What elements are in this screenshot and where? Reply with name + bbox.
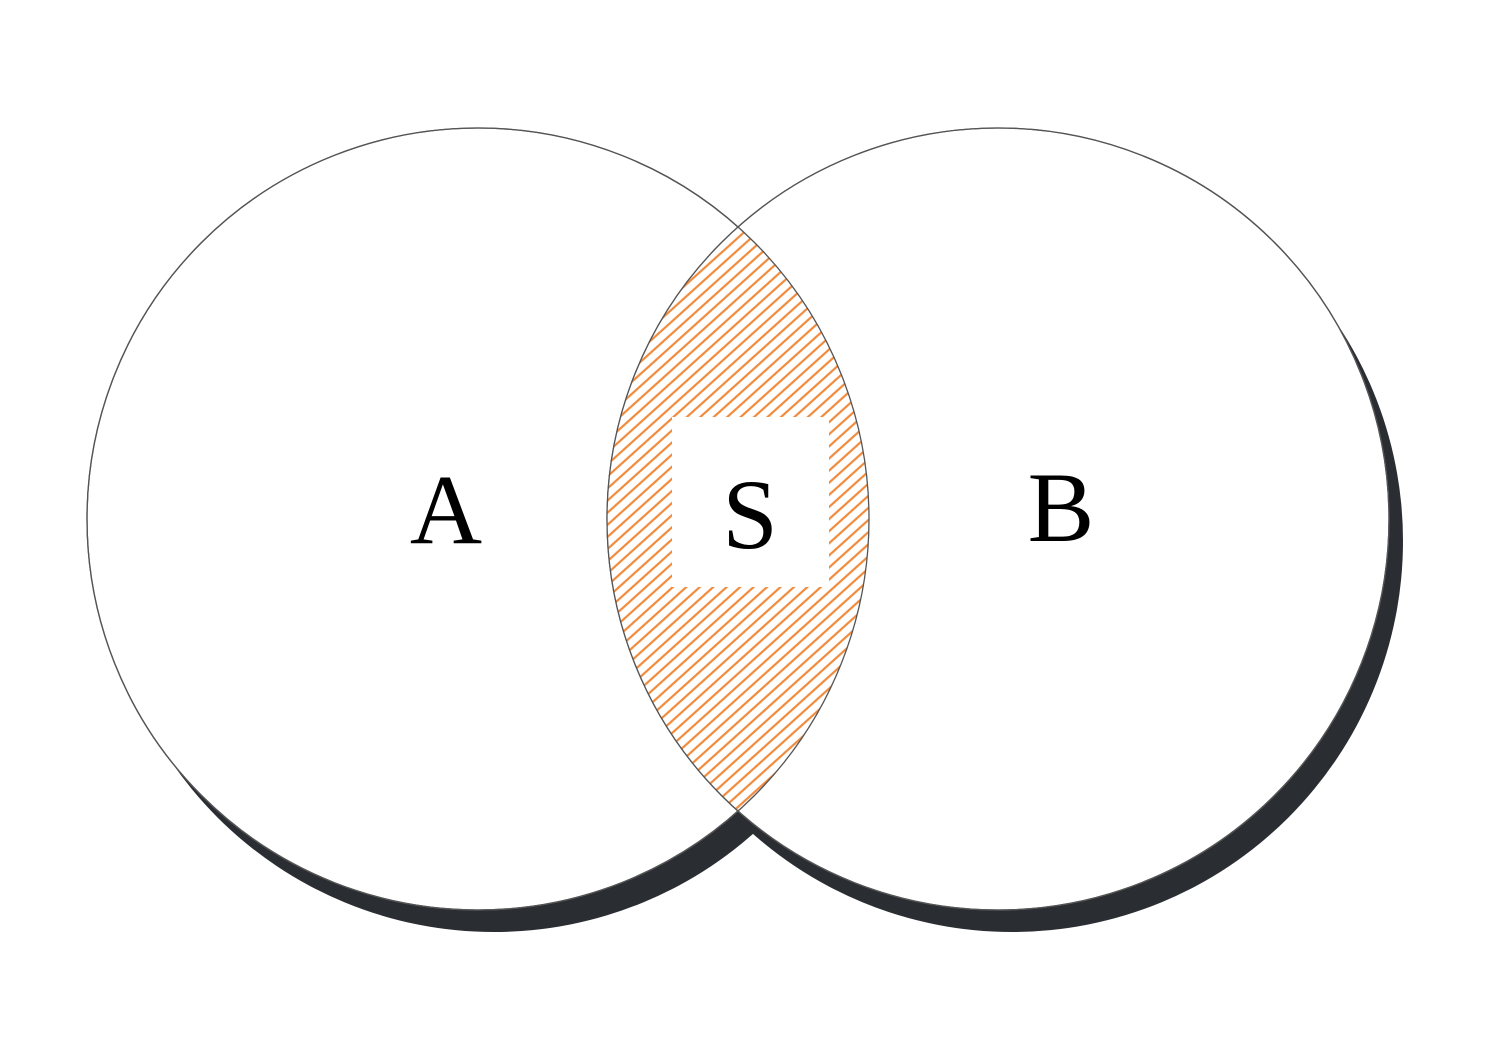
set-b-label: B (1028, 452, 1095, 563)
set-a-label: A (410, 454, 482, 565)
circle-a-outline (86, 127, 870, 911)
intersection-region (607, 128, 869, 910)
intersection-label: S (722, 459, 778, 570)
circle-b-outline (606, 127, 1390, 911)
intersection-label-box (672, 417, 829, 587)
